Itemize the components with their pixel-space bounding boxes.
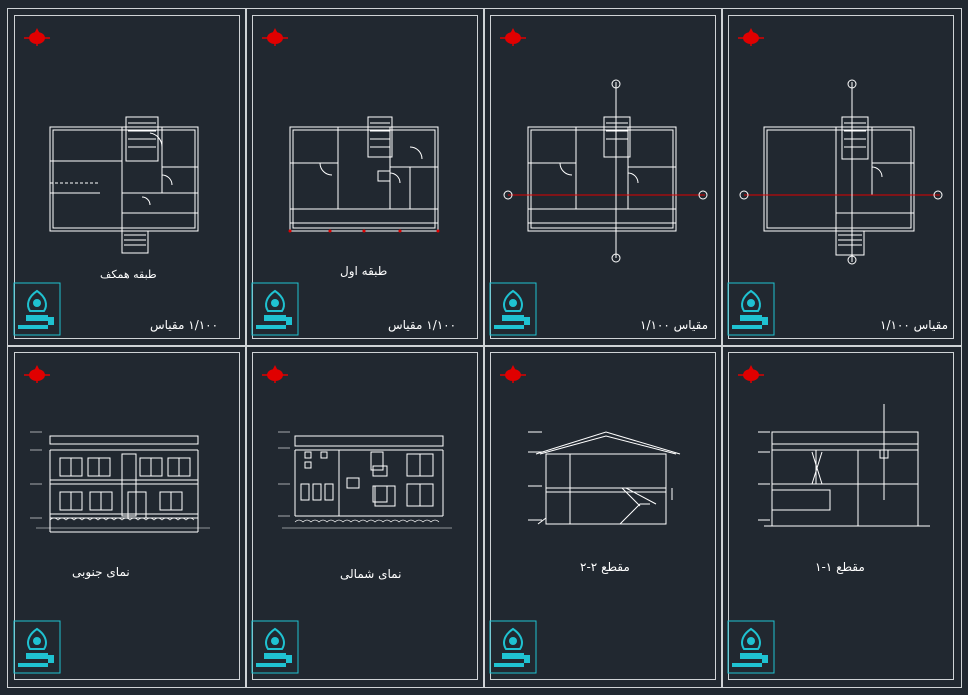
title-block-logo-icon (13, 620, 61, 674)
sheet-5-caption: نمای جنوبی (72, 565, 130, 579)
north-arrow-icon (499, 27, 527, 47)
sheet-1-caption: طبقه همکف (100, 268, 157, 281)
sheet-3-inner (490, 15, 716, 339)
north-arrow-icon (261, 27, 289, 47)
sheet-4-inner (728, 15, 954, 339)
sheet-1-frame (7, 8, 247, 347)
sheet-5-frame (7, 345, 247, 688)
sheet-1-inner (14, 15, 240, 339)
title-block-logo-icon (13, 282, 61, 336)
sheet-5-inner (14, 352, 240, 680)
north-arrow-icon (737, 364, 765, 384)
north-arrow-icon (499, 364, 527, 384)
sheet-2-caption: طبقه اول (340, 264, 388, 278)
sheet-7-frame (483, 345, 723, 688)
sheet-8-frame (721, 345, 962, 688)
sheet-4-scale: مقیاس ۱/۱۰۰ (880, 318, 949, 332)
title-block-logo-icon (489, 282, 537, 336)
sheet-4-frame (721, 8, 962, 347)
north-arrow-icon (23, 364, 51, 384)
title-block-logo-icon (489, 620, 537, 674)
sheet-3-scale: مقیاس ۱/۱۰۰ (640, 318, 709, 332)
sheet-1-scale: ۱/۱۰۰ مقیاس (150, 318, 219, 332)
sheet-6-inner (252, 352, 478, 680)
north-arrow-icon (261, 364, 289, 384)
sheet-6-frame (245, 345, 485, 688)
title-block-logo-icon (727, 620, 775, 674)
title-block-logo-icon (727, 282, 775, 336)
title-block-logo-icon (251, 620, 299, 674)
title-block-logo-icon (251, 282, 299, 336)
sheet-2-scale: ۱/۱۰۰ مقیاس (388, 318, 457, 332)
sheet-8-inner (728, 352, 954, 680)
sheet-3-frame (483, 8, 723, 347)
sheet-6-caption: نمای شمالی (340, 567, 402, 581)
sheet-8-caption: مقطع ۱-۱ (815, 560, 865, 574)
sheet-2-frame (245, 8, 485, 347)
sheet-7-inner (490, 352, 716, 680)
north-arrow-icon (737, 27, 765, 47)
sheet-7-caption: مقطع ۲-۲ (580, 560, 630, 574)
north-arrow-icon (23, 27, 51, 47)
sheet-2-inner (252, 15, 478, 339)
